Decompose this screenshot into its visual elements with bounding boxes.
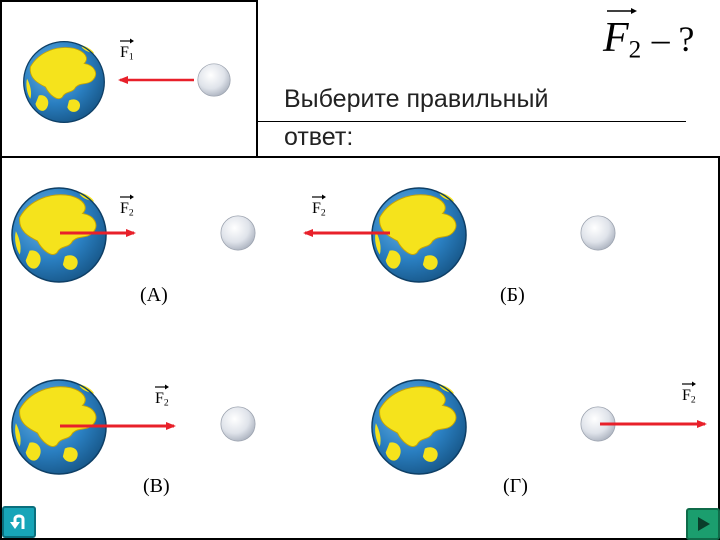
earth-globe-icon bbox=[371, 187, 467, 283]
option-g-vector-label: F2 bbox=[682, 381, 696, 405]
given-vector-label: F1 bbox=[120, 38, 134, 62]
earth-globe-icon bbox=[23, 41, 105, 123]
moon-ball-icon bbox=[220, 406, 256, 442]
moon-ball-icon bbox=[580, 215, 616, 251]
play-triangle-icon bbox=[698, 517, 710, 531]
earth-globe-icon bbox=[11, 187, 107, 283]
prompt-line-1: Выберите правильный bbox=[284, 85, 549, 113]
prompt-line-2: ответ: bbox=[284, 123, 354, 151]
option-v-label[interactable]: (В) bbox=[143, 475, 170, 497]
next-button[interactable] bbox=[686, 508, 720, 540]
option-b-label[interactable]: (Б) bbox=[500, 284, 525, 306]
option-g-label[interactable]: (Г) bbox=[503, 475, 528, 497]
u-turn-arrow-icon bbox=[10, 514, 25, 529]
option-v-vector-label: F2 bbox=[155, 384, 169, 408]
prompt-underline bbox=[258, 121, 686, 122]
question-vector: F2 – ? bbox=[603, 8, 694, 64]
earth-globe-icon bbox=[371, 379, 467, 475]
moon-ball-icon bbox=[220, 215, 256, 251]
option-a-vector-label: F2 bbox=[120, 194, 134, 218]
option-a-label[interactable]: (А) bbox=[140, 284, 168, 306]
option-b-vector-label: F2 bbox=[312, 194, 326, 218]
back-button[interactable] bbox=[2, 506, 36, 538]
moon-ball-icon bbox=[197, 63, 231, 97]
question-prompt: Выберите правильный ответ: bbox=[284, 80, 548, 156]
